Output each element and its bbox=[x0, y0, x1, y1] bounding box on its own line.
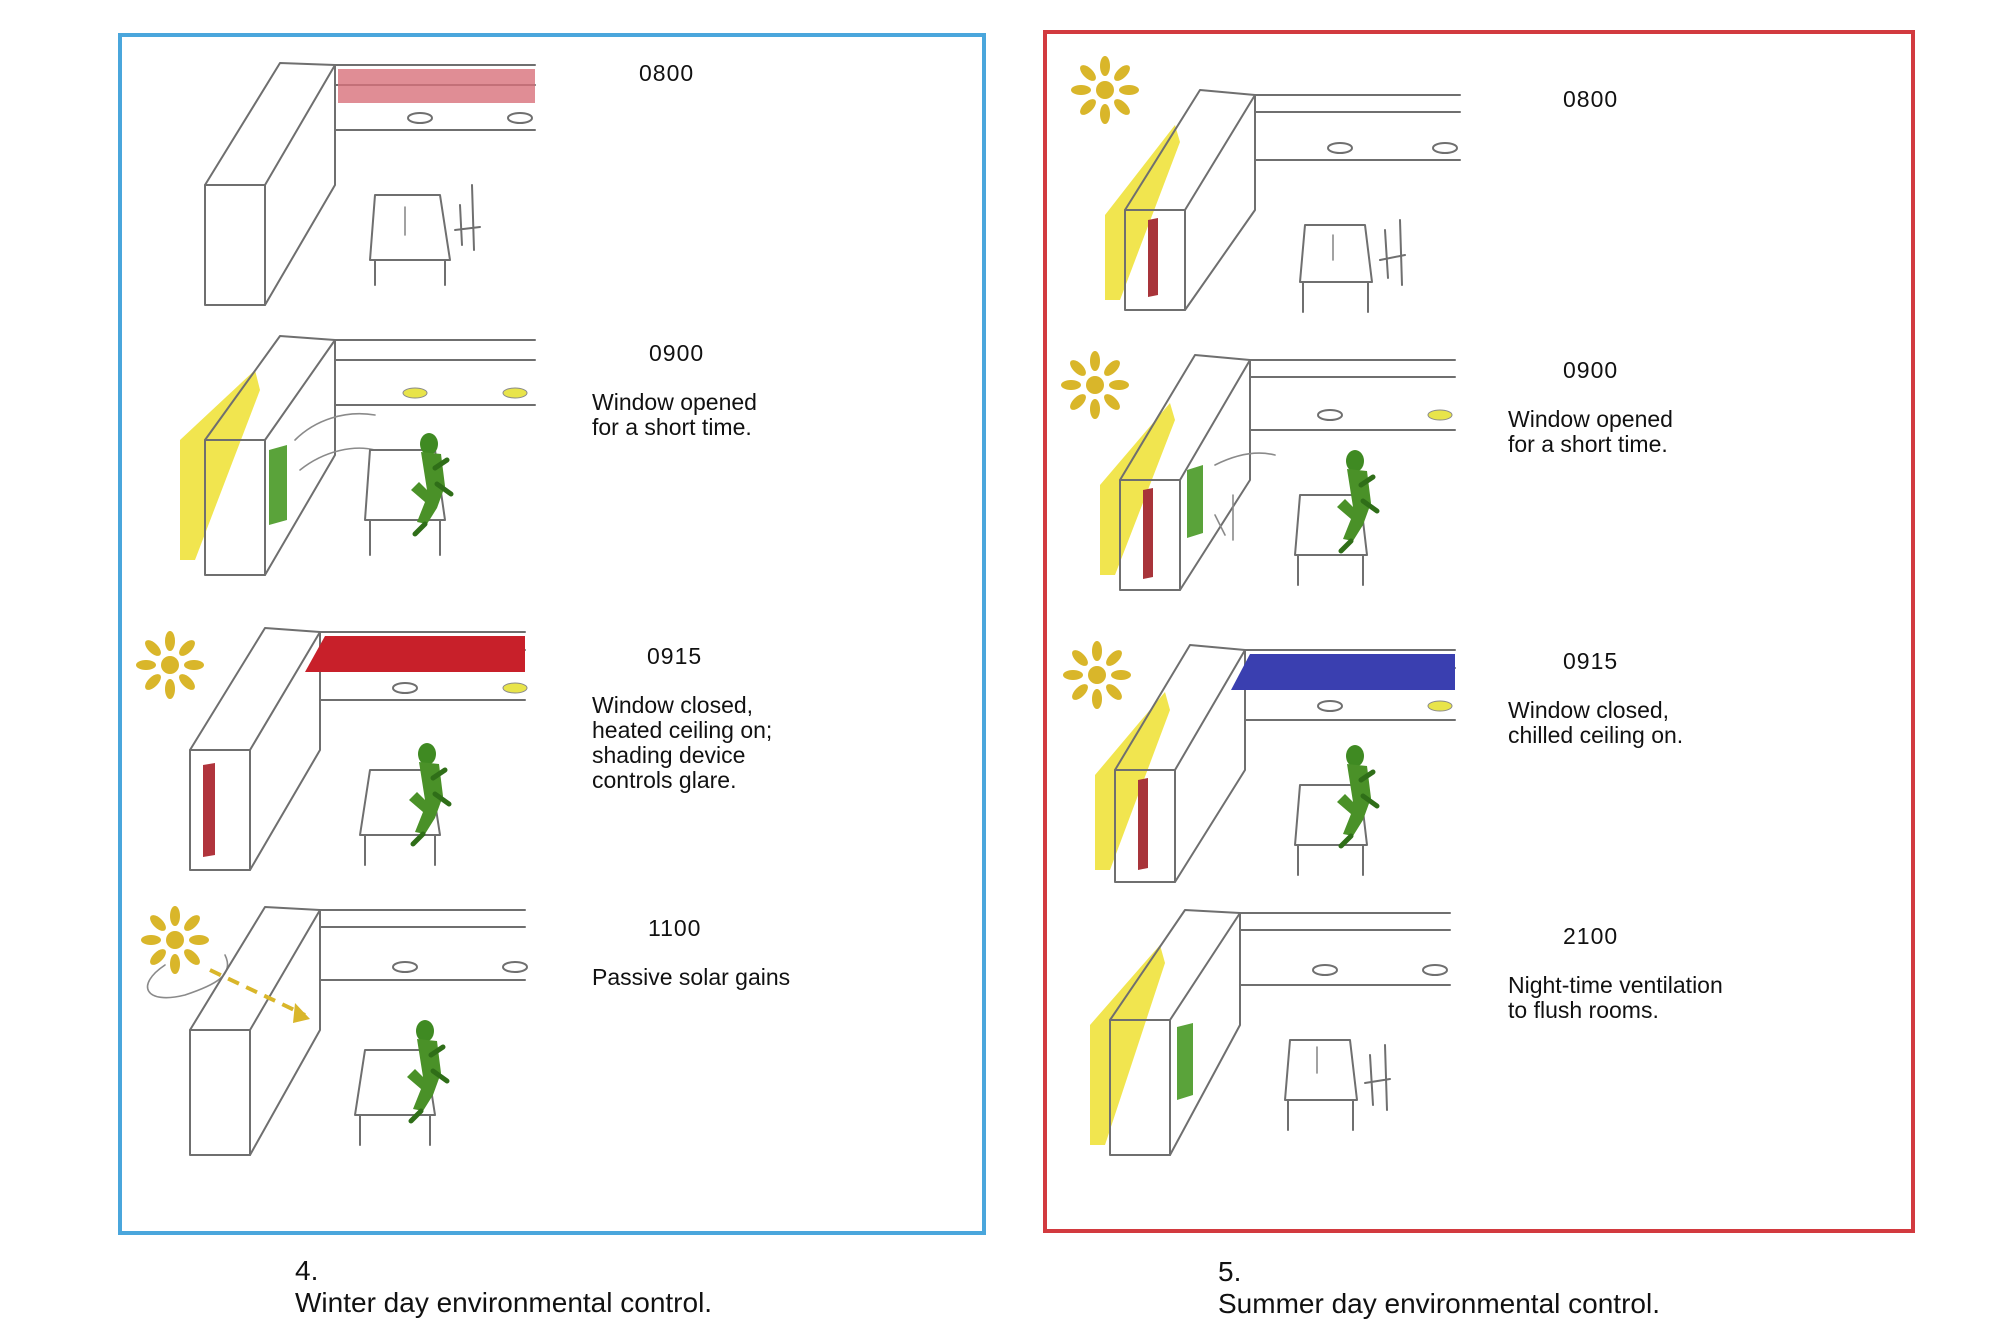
heated-ceiling bbox=[305, 636, 525, 672]
summer-desc-2100: Night-time ventilation to flush rooms. bbox=[1508, 972, 1723, 1023]
summer-caption-number: 5. bbox=[1218, 1256, 1242, 1287]
shading-device bbox=[1090, 945, 1165, 1145]
winter-caption: 4. Winter day environmental control. bbox=[295, 1255, 712, 1319]
winter-scene-1100-illustration bbox=[141, 906, 528, 1156]
closed-window bbox=[203, 763, 215, 857]
open-window bbox=[269, 445, 287, 525]
desk-icon bbox=[1284, 1039, 1358, 1131]
closed-window bbox=[1138, 778, 1148, 870]
winter-caption-number: 4. bbox=[295, 1255, 319, 1286]
winter-time-0915: 0915 bbox=[647, 643, 703, 669]
winter-scene-0800-illustration bbox=[204, 62, 536, 306]
summer-time-0915: 0915 bbox=[1563, 648, 1619, 674]
shading-device bbox=[1105, 125, 1180, 300]
summer-desc-0900: Window opened for a short time. bbox=[1508, 406, 1673, 457]
desk-icon bbox=[1299, 224, 1373, 313]
winter-scene-0900-illustration bbox=[180, 335, 536, 576]
desk-icon bbox=[1294, 784, 1368, 876]
winter-desc-0915: Window closed, heated ceiling on; shadin… bbox=[592, 692, 773, 793]
open-window bbox=[1177, 1023, 1193, 1100]
sun-icon bbox=[1061, 351, 1129, 419]
desk-icon bbox=[369, 194, 451, 286]
summer-desc-0915: Window closed, chilled ceiling on. bbox=[1508, 697, 1684, 748]
winter-desc-0900: Window opened for a short time. bbox=[592, 389, 757, 440]
occupant-icon bbox=[1337, 450, 1377, 551]
winter-time-1100: 1100 bbox=[648, 915, 702, 941]
sun-icon bbox=[1071, 56, 1139, 124]
summer-caption-text: Summer day environmental control. bbox=[1218, 1288, 1660, 1319]
winter-scene-0915-illustration bbox=[136, 627, 528, 871]
sun-icon bbox=[136, 631, 204, 699]
summer-time-0900: 0900 bbox=[1563, 357, 1619, 383]
desk-icon bbox=[364, 449, 446, 556]
closed-window bbox=[1143, 488, 1153, 579]
summer-panel bbox=[1043, 30, 1915, 1233]
summer-scene-0900-illustration bbox=[1061, 351, 1456, 591]
summer-caption: 5. Summer day environmental control. bbox=[1218, 1256, 1660, 1320]
shading-device bbox=[1100, 403, 1175, 575]
occupant-icon bbox=[409, 743, 449, 844]
closed-window bbox=[1148, 218, 1158, 297]
summer-time-0800: 0800 bbox=[1563, 86, 1619, 112]
summer-scene-0915-illustration bbox=[1063, 641, 1456, 883]
winter-desc-1100: Passive solar gains bbox=[592, 964, 791, 990]
desk-icon bbox=[359, 769, 441, 866]
winter-time-0900: 0900 bbox=[649, 340, 705, 366]
summer-scene-2100-illustration bbox=[1090, 909, 1451, 1156]
summer-time-2100: 2100 bbox=[1563, 923, 1619, 949]
open-window bbox=[1187, 465, 1203, 538]
occupant-icon bbox=[407, 1020, 447, 1121]
winter-caption-text: Winter day environmental control. bbox=[295, 1287, 713, 1318]
chilled-ceiling bbox=[1231, 654, 1455, 690]
desk-icon bbox=[354, 1049, 436, 1146]
desk-icon bbox=[1294, 494, 1368, 586]
summer-scene-0800-illustration bbox=[1071, 56, 1461, 313]
shading-device bbox=[1095, 692, 1170, 870]
winter-time-0800: 0800 bbox=[639, 60, 695, 86]
sun-icon bbox=[141, 906, 209, 974]
shading-device bbox=[180, 370, 260, 560]
sun-icon bbox=[1063, 641, 1131, 709]
solar-ray-icon bbox=[209, 968, 306, 1017]
winter-panel bbox=[118, 33, 986, 1235]
occupant-icon bbox=[1337, 745, 1377, 846]
